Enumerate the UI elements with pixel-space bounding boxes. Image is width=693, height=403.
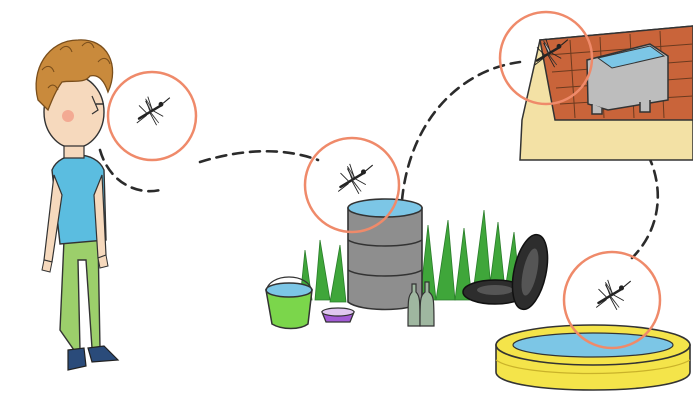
mosquito-marker-boy xyxy=(108,72,196,160)
pet-bowl xyxy=(322,308,354,322)
boy xyxy=(36,40,118,370)
mosquito-icon xyxy=(137,97,170,126)
mosquito-icon xyxy=(596,280,631,310)
bucket xyxy=(266,277,312,329)
paddling-pool xyxy=(496,325,690,390)
mosquito-icon xyxy=(338,164,373,194)
